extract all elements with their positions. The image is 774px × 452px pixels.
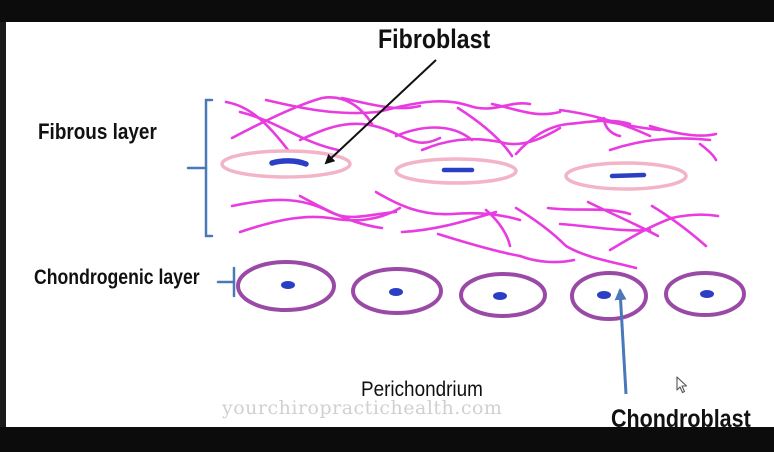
lower-collagen-fibers [230, 190, 720, 270]
fibroblast-arrow-icon [324, 59, 437, 165]
chondroblast-cell [570, 271, 648, 321]
mouse-pointer-icon [676, 376, 688, 394]
chondrogenic-layer-bracket [216, 266, 236, 298]
chondrogenic-layer-label: Chondrogenic layer [34, 266, 200, 289]
fibroblast-cell [564, 161, 688, 191]
top-black-bar [0, 0, 774, 22]
perichondrium-label: Perichondrium [361, 378, 483, 401]
chondroblast-cell [236, 260, 336, 312]
fibroblast-label: Fibroblast [378, 24, 491, 54]
upper-collagen-fibers [224, 96, 718, 162]
bottom-black-bar [0, 427, 774, 452]
fibroblast-cell [394, 157, 518, 185]
fibroblast-cell [220, 149, 352, 179]
chondroblast-cell [351, 267, 443, 315]
left-frame-edge [0, 22, 6, 427]
chondroblast-arrow-icon [614, 288, 628, 395]
chondroblast-cell [459, 272, 547, 318]
chondroblast-cell [664, 271, 746, 317]
watermark-text: yourchiropractichealth.com [222, 397, 503, 419]
fibrous-layer-label: Fibrous layer [38, 119, 157, 144]
fibrous-layer-bracket [186, 98, 214, 238]
